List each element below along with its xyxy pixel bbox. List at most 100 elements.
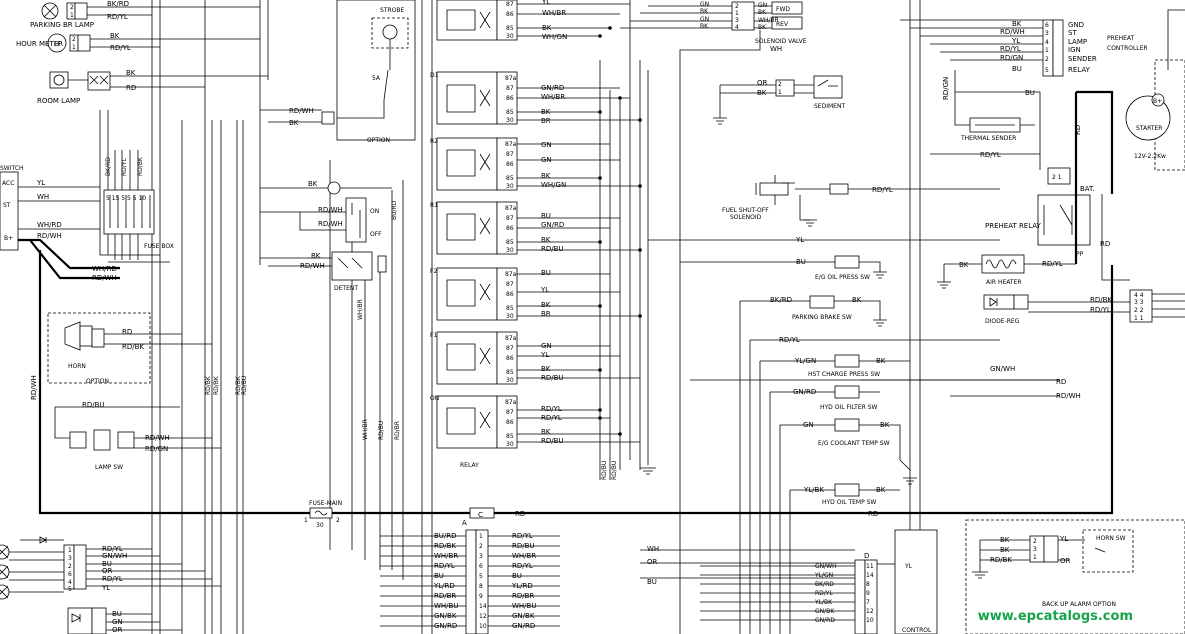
svg-text:RD/YL: RD/YL — [102, 575, 123, 583]
svg-text:30: 30 — [506, 377, 514, 384]
svg-text:1: 1 — [304, 517, 308, 524]
preheat-wire-2: YL — [1011, 37, 1020, 45]
svg-text:87a: 87a — [505, 205, 517, 212]
svg-text:WH: WH — [647, 545, 659, 553]
svg-text:RD/YL: RD/YL — [110, 44, 131, 52]
room-lamp-label: ROOM LAMP — [37, 97, 80, 105]
svg-text:RD: RD — [515, 510, 525, 518]
eg-oil-press-sw-label: E/G OIL PRESS SW — [815, 274, 870, 281]
connector-a-pin: 8 — [479, 583, 483, 590]
preheat-label-0: GND — [1068, 21, 1084, 29]
svg-text:1: 1 — [70, 12, 74, 19]
switch-on-label: ON — [370, 208, 379, 215]
hst-charge-press-sw: YL/GN BK HST CHARGE PRESS SW — [759, 354, 910, 634]
connector-d-pin: 10 — [866, 617, 874, 624]
fuse-main-rating: 30 — [316, 522, 324, 529]
svg-text:YL: YL — [36, 179, 45, 187]
svg-text:86: 86 — [506, 95, 514, 102]
preheat-wire-3: RD/YL — [1000, 45, 1021, 53]
svg-text:BK: BK — [758, 24, 767, 31]
svg-text:RD/WH: RD/WH — [92, 274, 117, 282]
relay-f2: R1 — [430, 201, 498, 255]
preheat-wire-4: RD/GN — [1000, 54, 1023, 62]
svg-text:PP: PP — [1076, 251, 1084, 258]
eg-oil-press-sw: BU E/G OIL PRESS SW — [680, 255, 887, 281]
svg-text:BK: BK — [541, 365, 551, 373]
svg-text:BR: BR — [541, 310, 551, 318]
svg-text:86: 86 — [506, 355, 514, 362]
connector-a-right-label: YL/RD — [511, 582, 533, 590]
svg-text:BK: BK — [541, 172, 551, 180]
svg-text:RD/BK: RD/BK — [122, 343, 144, 351]
svg-text:GN: GN — [803, 421, 814, 429]
svg-text:87: 87 — [506, 85, 514, 92]
svg-text:30: 30 — [506, 183, 514, 190]
svg-text:86: 86 — [506, 11, 514, 18]
svg-text:5 15 5 5 5 10: 5 15 5 5 5 10 — [106, 195, 146, 202]
switch-pos-acc: ACC — [2, 180, 14, 187]
svg-text:3: 3 — [735, 17, 739, 24]
relay-label-r1: R1 — [430, 202, 438, 209]
connector-d-left-label: YL/BK — [814, 599, 833, 606]
svg-text:87: 87 — [506, 215, 514, 222]
connector-a-pin: 10 — [479, 623, 487, 630]
vertical-bus-wires — [151, 0, 649, 634]
svg-text:GN: GN — [541, 141, 552, 149]
svg-text:85: 85 — [506, 239, 514, 246]
connector-c-label: C — [478, 511, 483, 519]
svg-text:B+: B+ — [1153, 98, 1162, 105]
strobe-option-label: OPTION — [367, 137, 390, 144]
preheat-label-3: IGN — [1068, 46, 1081, 54]
svg-text:WH: WH — [770, 45, 782, 53]
parking-br-lamp: 21 BK/RD RD/YL PARKING BR LAMP — [30, 0, 260, 29]
diode-reg: DIODE-REG RD/BK RD/YL — [983, 294, 1130, 325]
svg-text:WH/RD: WH/RD — [37, 221, 62, 229]
svg-text:BK: BK — [541, 428, 551, 436]
svg-text:4 4: 4 4 — [1134, 292, 1144, 299]
svg-text:RD/YL: RD/YL — [1042, 260, 1063, 268]
on-off-switch: BK RD/WH RD/WH ON OFF BK RD/WH DETENT — [260, 180, 392, 292]
svg-text:1: 1 — [68, 547, 72, 554]
lamp-switch: RD/BU RD/WH RD/GN LAMP SW — [54, 401, 221, 471]
svg-text:RD/YL: RD/YL — [1090, 306, 1111, 314]
svg-text:2: 2 — [70, 4, 74, 11]
preheat-label-2: LAMP — [1068, 38, 1087, 46]
connector-a-right-label: GN/BK — [512, 612, 535, 620]
svg-text:YL: YL — [1059, 535, 1068, 543]
svg-text:5: 5 — [68, 586, 72, 593]
svg-text:YL: YL — [101, 584, 110, 592]
horn-option: RD RD/BK HORN OPTION — [47, 312, 212, 385]
connector-a-pin: 3 — [479, 553, 483, 560]
connector-d-pin: 11 — [866, 563, 874, 570]
svg-text:RD/BK: RD/BK — [990, 556, 1012, 564]
preheat-label-1: ST — [1068, 29, 1077, 37]
relay-pin-strips — [496, 0, 518, 449]
svg-text:RD/BU: RD/BU — [611, 461, 618, 480]
preheat-relay-label: PREHEAT RELAY — [985, 222, 1042, 230]
preheat-pin-2: YL 4 LAMP — [1011, 37, 1087, 46]
svg-text:86: 86 — [506, 419, 514, 426]
rev-label: REV — [776, 21, 789, 28]
switch-label: SWITCH — [0, 165, 24, 172]
svg-text:WH/RD: WH/RD — [92, 265, 117, 273]
svg-text:BU: BU — [102, 560, 112, 568]
strobe-label: STROBE — [380, 7, 404, 14]
parking-br-lamp-label: PARKING BR LAMP — [30, 21, 94, 29]
svg-text:BK: BK — [541, 301, 551, 309]
svg-text:RD/YL: RD/YL — [121, 158, 128, 176]
svg-text:BK: BK — [880, 421, 890, 429]
svg-text:5A: 5A — [372, 75, 381, 82]
svg-text:2: 2 — [778, 81, 782, 88]
svg-text:BK: BK — [1000, 546, 1010, 554]
svg-text:BK: BK — [289, 119, 299, 127]
hyd-oil-temp-sw-label: HYD OIL TEMP SW — [822, 499, 876, 506]
svg-text:WH/BR: WH/BR — [541, 93, 565, 101]
svg-text:2: 2 — [1033, 538, 1037, 545]
preheat-controller: BK 6 GND RD/WH 3 ST YL 4 LAMP RD/YL 1 IG… — [900, 0, 1148, 634]
relay-label-r2: R2 — [430, 138, 438, 145]
preheat-label-4: SENDER — [1068, 55, 1097, 63]
back-up-alarm-label: BACK UP ALARM OPTION — [1042, 601, 1116, 608]
preheat-num-2: 4 — [1045, 39, 1049, 46]
